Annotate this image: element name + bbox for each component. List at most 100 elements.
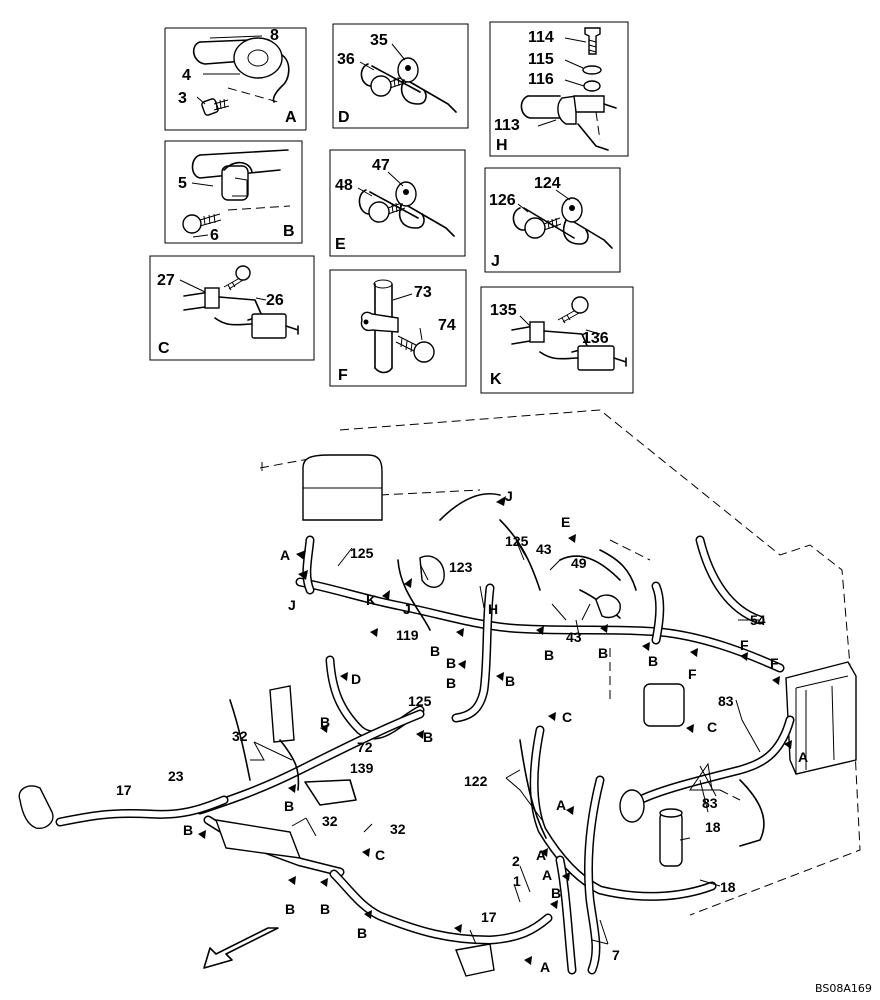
part-number-label: 47	[372, 157, 390, 174]
panel-letter: C	[158, 340, 170, 357]
callout-label: C	[562, 709, 572, 725]
detail-panel-j: 124 126 J	[484, 167, 621, 273]
detail-panel-e: 47 48 E	[329, 149, 466, 257]
callout-label: B	[648, 653, 658, 669]
part-number-label: 135	[490, 302, 517, 319]
panel-letter: B	[283, 223, 295, 240]
detail-panel-d: 35 36 D	[332, 23, 469, 129]
part-number-label: 73	[414, 284, 432, 301]
callout-label: B	[285, 901, 295, 917]
callout-label: B	[423, 729, 433, 745]
callout-label: B	[598, 645, 608, 661]
drawing-code: BS08A169	[815, 982, 872, 995]
callout-label: C	[707, 719, 717, 735]
detail-panel-h: 114 115 116 113 H	[489, 21, 629, 157]
callout-label: 125	[350, 545, 374, 561]
callout-label: 23	[168, 768, 184, 784]
callout-label: B	[544, 647, 554, 663]
harness-assembly	[18, 409, 861, 977]
callout-label: 139	[350, 760, 374, 776]
callout-label: E	[561, 514, 570, 530]
callout-label: F	[770, 655, 779, 671]
main-callout-labels: J 125 43 E A 125 49 123 K J J H 119 B B …	[116, 488, 808, 975]
callout-label: 43	[536, 541, 552, 557]
panel-letter: F	[338, 367, 348, 384]
part-number-label: 48	[335, 177, 353, 194]
panel-letter: D	[338, 109, 350, 126]
callout-label: 7	[612, 947, 620, 963]
callout-label: F	[688, 666, 697, 682]
callout-label: C	[375, 847, 385, 863]
callout-label: 49	[571, 555, 587, 571]
callout-label: 54	[750, 612, 766, 628]
callout-label: J	[288, 597, 296, 613]
part-number-label: 136	[582, 330, 609, 347]
panel-letter: H	[496, 137, 508, 154]
part-number-label: 126	[489, 192, 516, 209]
callout-label: 122	[464, 773, 488, 789]
callout-label: B	[320, 901, 330, 917]
callout-label: 119	[396, 627, 419, 643]
part-number-label: 5	[178, 175, 187, 192]
callout-label: 123	[449, 559, 473, 575]
detail-panel-b: 5 6 B	[164, 140, 303, 244]
panel-letter: A	[285, 109, 297, 126]
callout-label: 1	[513, 873, 521, 889]
callout-label: 2	[512, 853, 520, 869]
part-number-label: 26	[266, 292, 284, 309]
panel-letter: K	[490, 371, 502, 388]
part-number-label: 4	[182, 67, 191, 84]
callout-label: A	[280, 547, 290, 563]
callout-label: B	[551, 885, 561, 901]
part-number-label: 113	[494, 117, 520, 134]
callout-label: B	[183, 822, 193, 838]
part-number-label: 35	[370, 32, 388, 49]
callout-label: B	[446, 655, 456, 671]
part-number-label: 6	[210, 227, 219, 244]
callout-label: B	[320, 714, 330, 730]
panel-letter: J	[491, 253, 500, 270]
detail-panel-a: 8 4 3 A	[164, 27, 307, 131]
part-number-label: 36	[337, 51, 355, 68]
callout-label: 32	[322, 813, 338, 829]
part-number-label: 116	[528, 71, 554, 88]
callout-label: J	[403, 601, 411, 617]
callout-label: 125	[505, 533, 529, 549]
front-direction-arrow	[203, 927, 279, 969]
detail-panel-k: 135 136 K	[480, 286, 634, 394]
callout-label: A	[540, 959, 550, 975]
callout-label: 125	[408, 693, 432, 709]
callout-label: K	[366, 592, 376, 608]
callout-label: B	[357, 925, 367, 941]
callout-label: B	[446, 675, 456, 691]
callout-label: 72	[357, 739, 373, 755]
part-number-label: 3	[178, 90, 187, 107]
part-number-label: 114	[528, 29, 554, 46]
callout-label: 32	[232, 728, 248, 744]
callout-arrows	[198, 496, 792, 965]
callout-label: 18	[705, 819, 721, 835]
panel-letter: E	[335, 236, 346, 253]
part-number-label: 8	[270, 27, 279, 44]
callout-label: B	[430, 643, 440, 659]
part-number-label: 115	[528, 51, 554, 68]
callout-label: 83	[718, 693, 734, 709]
callout-label: 43	[566, 629, 582, 645]
callout-label: 83	[702, 795, 718, 811]
callout-label: 18	[720, 879, 736, 895]
callout-label: A	[536, 847, 546, 863]
callout-label: J	[505, 488, 513, 504]
part-number-label: 27	[157, 272, 175, 289]
part-number-label: 124	[534, 175, 561, 192]
callout-label: 17	[116, 782, 132, 798]
part-number-label: 74	[438, 317, 456, 334]
callout-label: A	[542, 867, 552, 883]
detail-panel-f: 73 74 F	[329, 269, 467, 387]
callout-label: H	[488, 601, 498, 617]
callout-label: D	[351, 671, 361, 687]
callout-label: B	[284, 798, 294, 814]
callout-label: F	[740, 637, 749, 653]
leader-lines	[250, 539, 761, 945]
callout-label: A	[556, 797, 566, 813]
